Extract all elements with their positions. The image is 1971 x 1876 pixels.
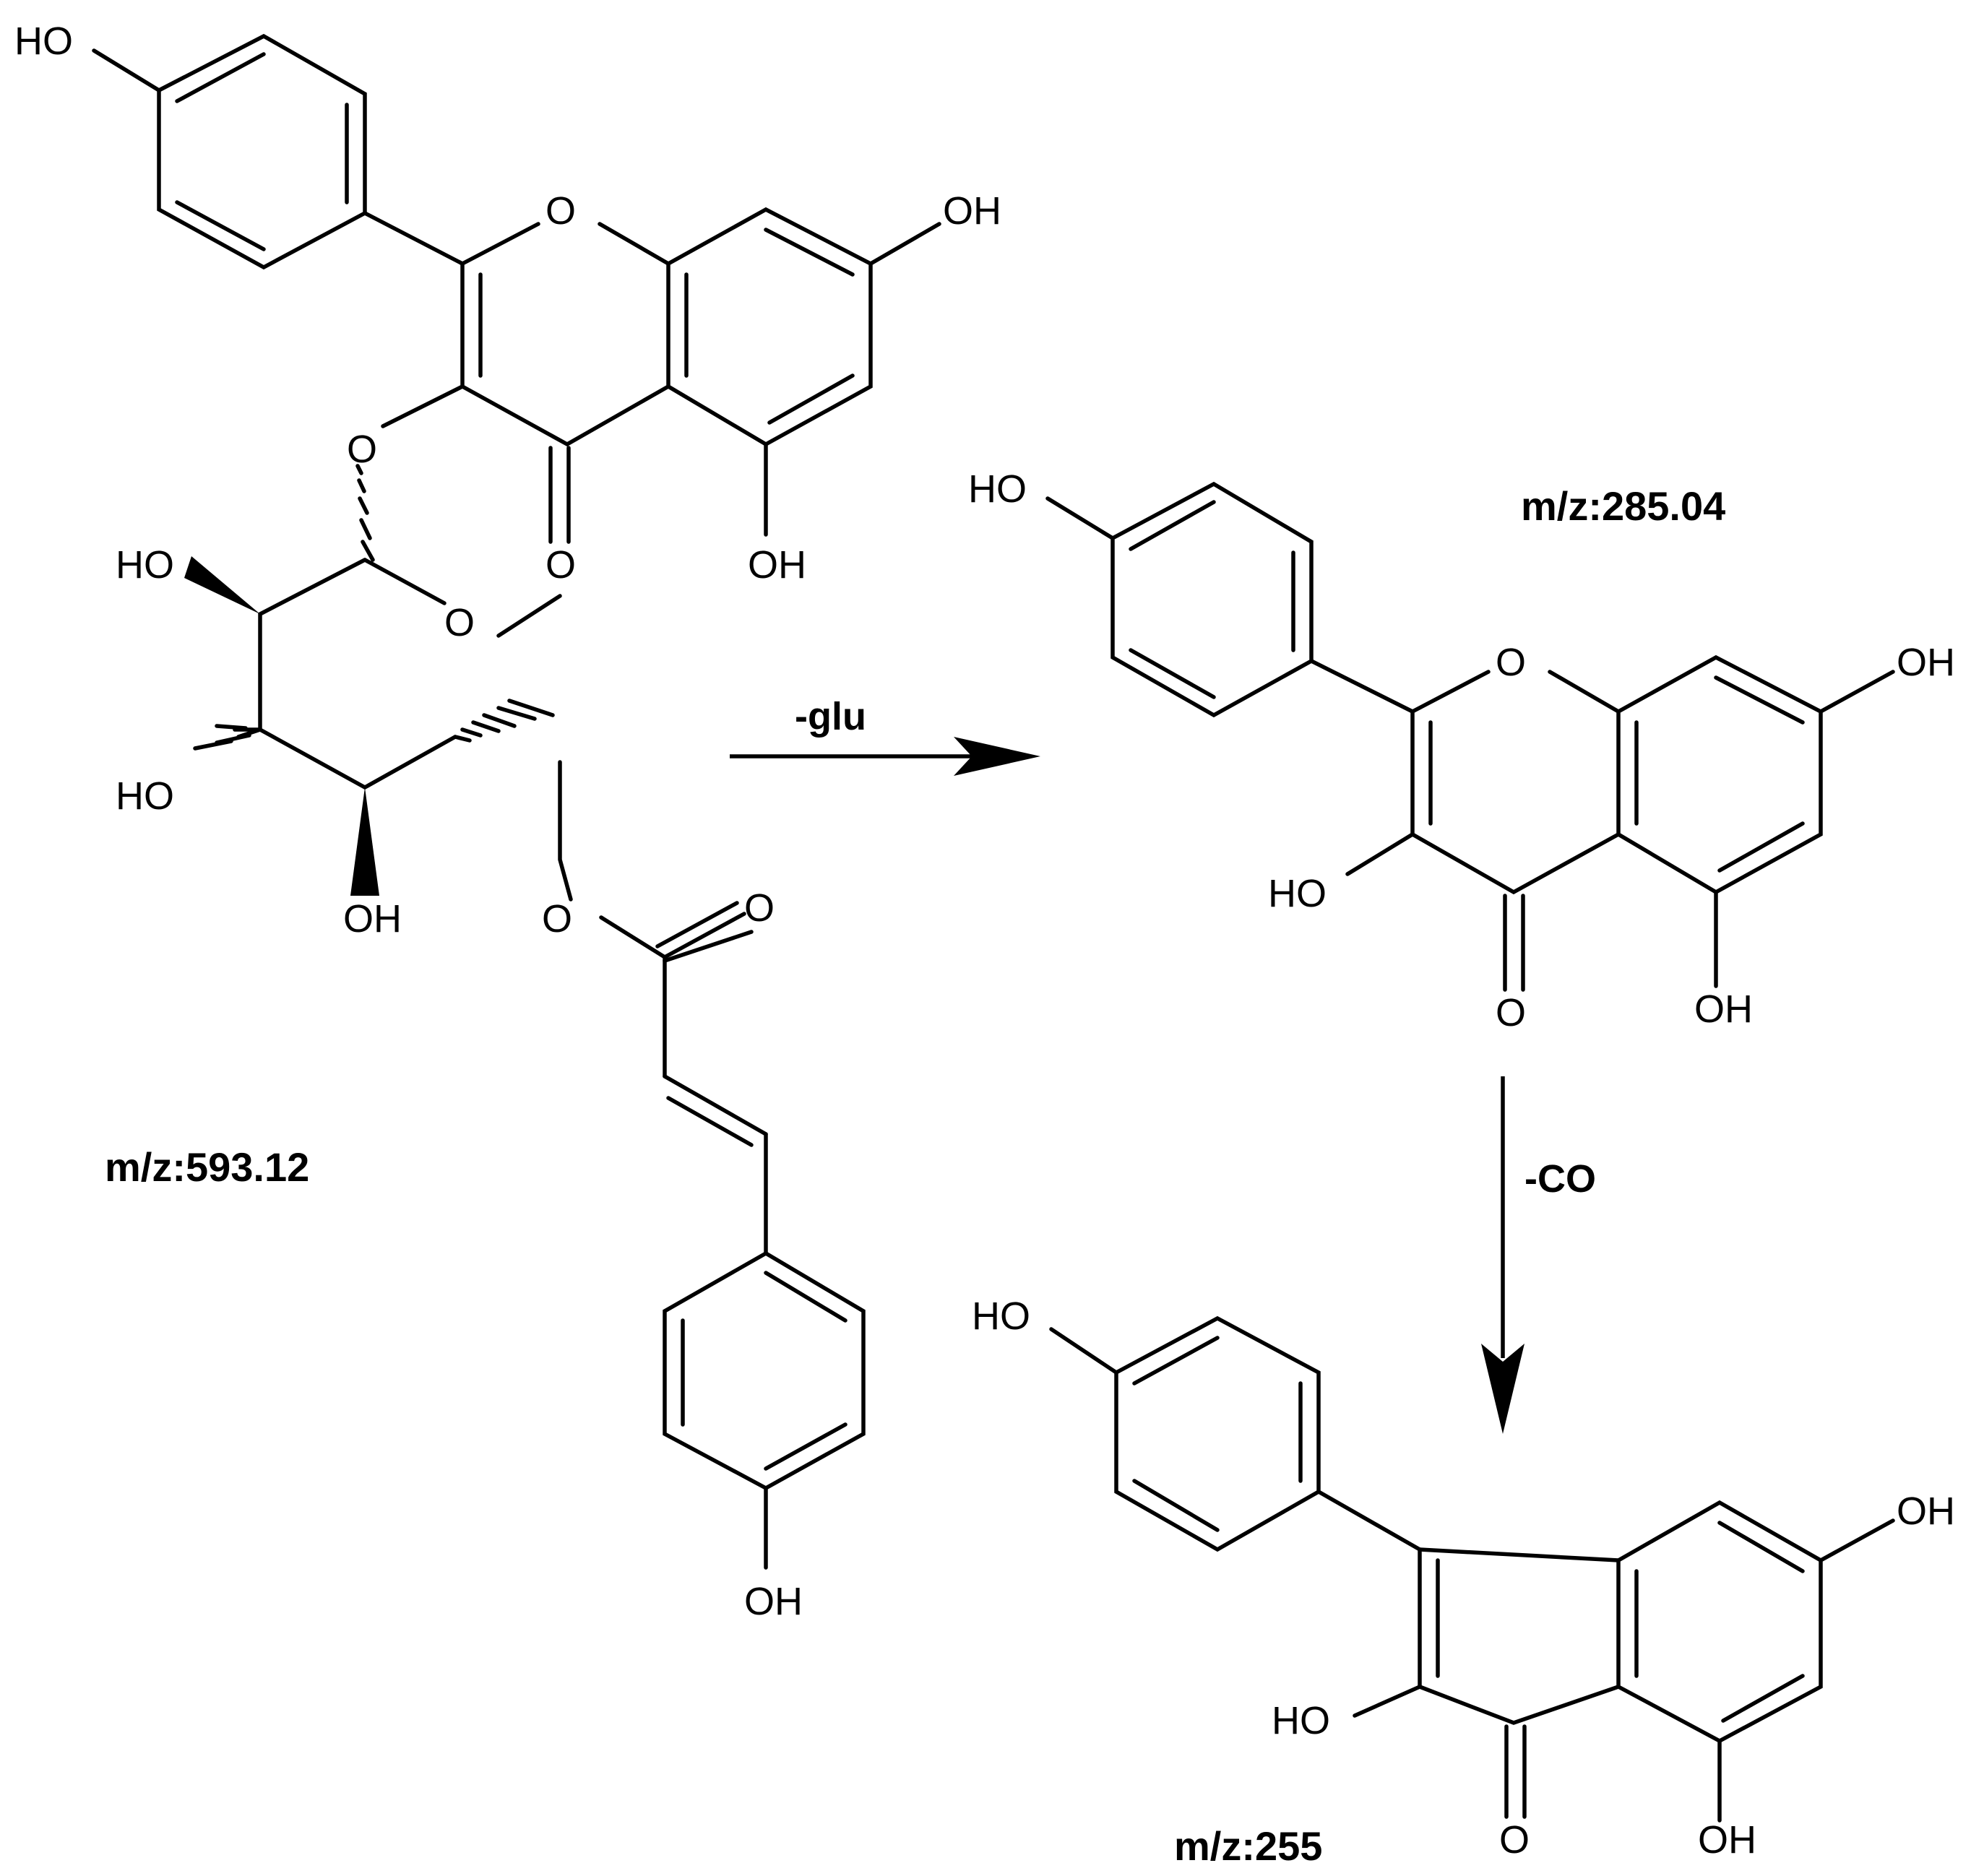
compound-593: HO O OH O O OH HO O HO OH O O OH m/z:593…	[14, 20, 1001, 1623]
atom-label: O	[545, 543, 576, 587]
atom-label: OH	[1698, 1818, 1756, 1862]
atom-label: O	[545, 189, 576, 233]
atom-label: OH	[1897, 1490, 1955, 1533]
atom-label: OH	[744, 1580, 803, 1623]
atom-label: O	[1496, 991, 1526, 1034]
atom-label: HO	[116, 543, 174, 587]
atom-label: O	[444, 601, 475, 644]
atom-label: O	[347, 428, 377, 471]
reaction-arrow-co: -CO	[1481, 1076, 1596, 1434]
atom-label: HO	[1268, 872, 1327, 915]
atom-label: HO	[1272, 1699, 1330, 1742]
atom-label: OH	[1694, 987, 1753, 1031]
atom-label: O	[1499, 1818, 1530, 1862]
compound-255: HO OH HO O OH m/z:255	[972, 1294, 1955, 1869]
atom-label: OH	[748, 543, 806, 587]
atom-label: OH	[1897, 641, 1955, 684]
step-label: -glu	[795, 695, 866, 738]
compound-285: HO O OH HO O OH m/z:285.04	[968, 467, 1955, 1034]
atom-label: OH	[343, 897, 402, 941]
atom-label: HO	[14, 20, 73, 63]
atom-label: HO	[116, 774, 174, 818]
mz-label: m/z:593.12	[105, 1144, 309, 1190]
mz-label: m/z:285.04	[1521, 483, 1725, 529]
reaction-arrow-glu: -glu	[730, 695, 1040, 776]
step-label: -CO	[1524, 1157, 1596, 1201]
atom-label: HO	[968, 467, 1027, 511]
atom-label: OH	[943, 189, 1001, 233]
atom-label: O	[744, 886, 775, 930]
atom-label: HO	[972, 1294, 1030, 1338]
atom-label: O	[542, 897, 572, 941]
atom-label: O	[1496, 641, 1526, 684]
mz-label: m/z:255	[1174, 1823, 1322, 1869]
